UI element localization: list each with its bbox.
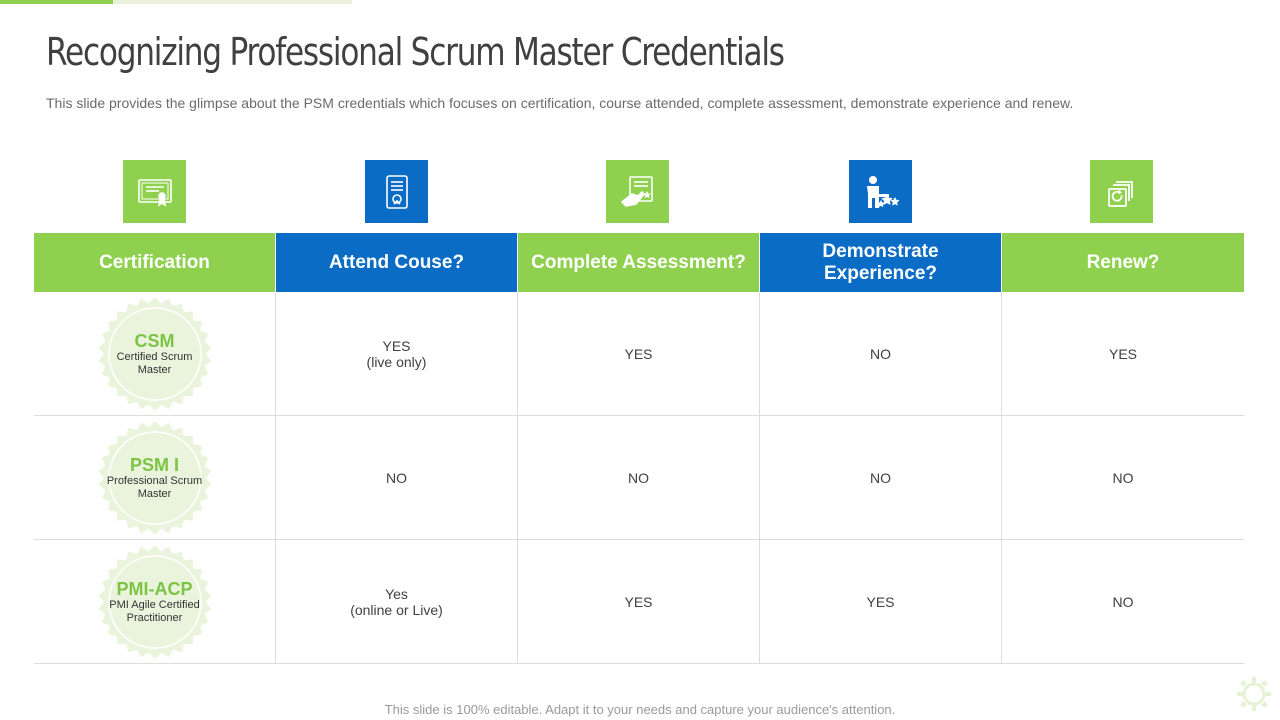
certification-full-name: PMI Agile Certified Practitioner (109, 598, 200, 624)
demonstrate-experience-value: YES (760, 540, 1002, 663)
renew-value: NO (1112, 469, 1134, 486)
assessment-icon (606, 160, 669, 223)
attend-course-value: Yes (online or Live) (276, 540, 518, 663)
table-row: PSM I Professional Scrum Master NO NO NO… (34, 416, 1244, 540)
demonstrate-experience-value: NO (760, 416, 1002, 539)
header-demonstrate-experience: Demonstrate Experience? (760, 233, 1002, 292)
demonstrate-experience-value: NO (760, 292, 1002, 415)
seal-shape (97, 420, 212, 535)
renew-value: YES (1108, 345, 1137, 362)
certification-short-name: PMI-ACP (116, 578, 193, 599)
certification-cell: PSM I Professional Scrum Master (34, 416, 276, 539)
complete-assessment-value: YES (518, 292, 760, 415)
table-row: PMI-ACP PMI Agile Certified Practitioner… (34, 540, 1244, 664)
corner-logo-icon (1237, 677, 1271, 711)
attend-course-value: YES (live only) (276, 292, 518, 415)
attend-course-value: NO (276, 416, 518, 539)
renew-value: NO (1112, 593, 1134, 610)
seal-inner-ring (107, 554, 202, 649)
complete-assessment-value: YES (518, 540, 760, 663)
complete-assessment-value: NO (518, 416, 760, 539)
header-certification: Certification (34, 233, 276, 292)
certification-full-name: Professional Scrum Master (106, 474, 203, 500)
certification-cell: CSM Certified Scrum Master (34, 292, 276, 415)
top-accent-bar (0, 0, 352, 4)
slide-subtitle: This slide provides the glimpse about th… (46, 95, 1074, 111)
header-attend-course: Attend Couse? (276, 233, 518, 292)
seal-shape (97, 296, 212, 411)
header-renew: Renew? (1002, 233, 1244, 292)
certification-seal: CSM Certified Scrum Master (97, 296, 213, 412)
person-stars-icon (849, 160, 912, 223)
renew-icon (1090, 160, 1153, 223)
table-header-row: Certification Attend Couse? Complete Ass… (34, 233, 1244, 292)
certification-short-name: CSM (134, 330, 175, 351)
header-complete-assessment: Complete Assessment? (518, 233, 760, 292)
credentials-table: Certification Attend Couse? Complete Ass… (34, 233, 1244, 664)
seal-inner-ring (107, 430, 202, 525)
certification-seal: PMI-ACP PMI Agile Certified Practitioner (97, 544, 213, 660)
certification-short-name: PSM I (129, 454, 179, 475)
seal-shape (97, 544, 212, 659)
footer-note: This slide is 100% editable. Adapt it to… (384, 702, 896, 717)
certification-full-name: Certified Scrum Master (116, 350, 193, 376)
seal-inner-ring (107, 306, 202, 401)
certificate-icon (123, 160, 186, 223)
certification-cell: PMI-ACP PMI Agile Certified Practitioner (34, 540, 276, 663)
document-icon (365, 160, 428, 223)
slide-title: Recognizing Professional Scrum Master Cr… (46, 30, 785, 74)
table-row: CSM Certified Scrum Master YES (live onl… (34, 292, 1244, 416)
certification-seal: PSM I Professional Scrum Master (97, 420, 213, 536)
